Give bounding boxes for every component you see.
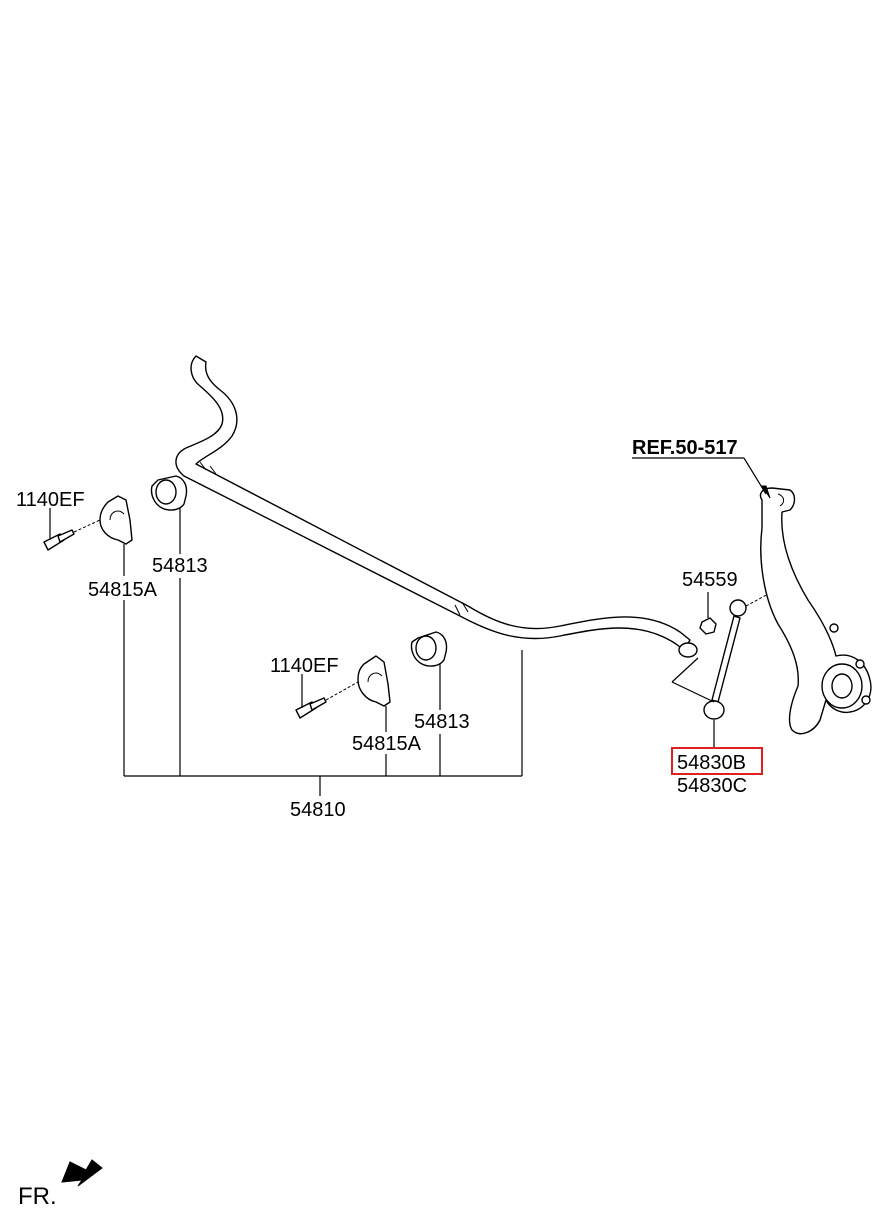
label-nut: 54559 xyxy=(682,569,738,591)
bolt-left[interactable] xyxy=(43,519,101,551)
nut[interactable] xyxy=(699,617,717,635)
stabilizer-bar[interactable] xyxy=(175,355,698,658)
label-stabilizer-bar: 54810 xyxy=(290,799,346,821)
arrow-icon xyxy=(61,1159,103,1187)
bushing-mid[interactable] xyxy=(410,631,448,667)
bracket-mid[interactable] xyxy=(357,655,391,707)
label-bracket-mid: 54815A xyxy=(352,733,422,755)
label-bushing-mid: 54813 xyxy=(414,711,470,733)
label-reference[interactable]: REF.50-517 xyxy=(632,437,738,459)
label-front: FR. xyxy=(18,1183,57,1210)
label-bolt-mid: 1140EF xyxy=(270,655,339,677)
bracket-left[interactable] xyxy=(99,495,133,545)
bushing-left[interactable] xyxy=(150,475,188,511)
bolt-mid[interactable] xyxy=(295,681,359,719)
label-link-b[interactable]: 54830B xyxy=(677,752,746,774)
label-link-c: 54830C xyxy=(677,775,747,797)
leader-lines xyxy=(49,457,771,796)
stabilizer-link[interactable] xyxy=(703,591,773,720)
label-bracket-left: 54815A xyxy=(88,579,158,601)
front-indicator: FR. xyxy=(18,1159,103,1210)
label-bushing-left: 54813 xyxy=(152,555,208,577)
steering-knuckle[interactable] xyxy=(759,487,872,735)
highlight-box xyxy=(671,747,763,775)
label-bolt-left: 1140EF xyxy=(16,489,85,511)
